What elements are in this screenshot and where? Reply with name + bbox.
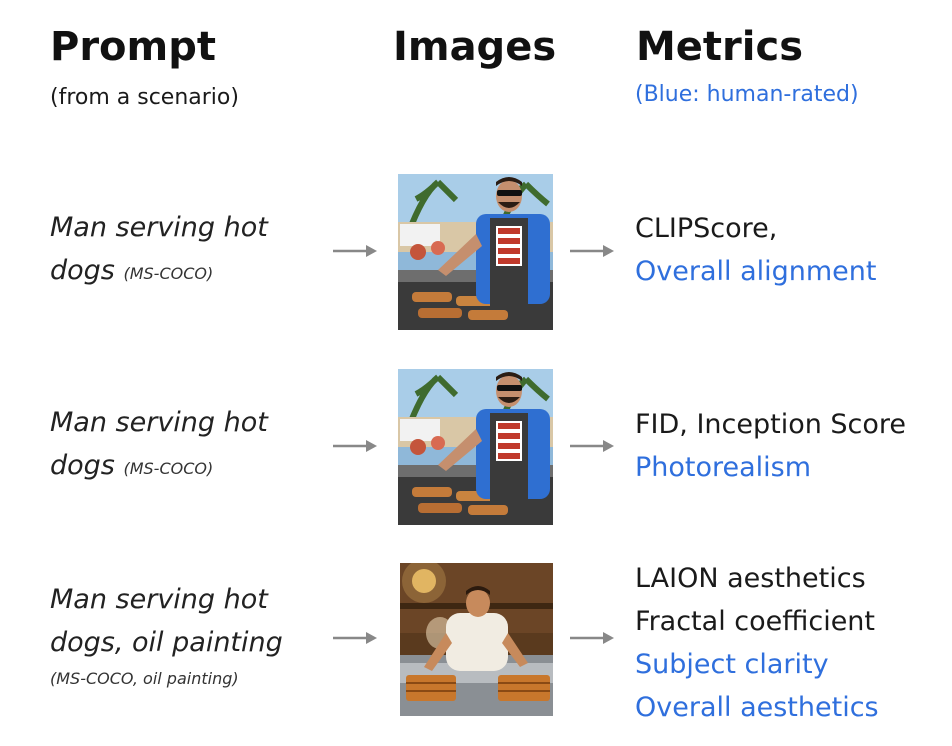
row-3-metrics: LAION aesthetics Fractal coefficient Sub…: [635, 557, 879, 729]
image-oil-painting-man-cooking: [400, 563, 553, 716]
metric-human-rated: Overall aesthetics: [635, 692, 879, 723]
prompt-line: Man serving hot: [50, 584, 268, 615]
generated-image-photo: [398, 369, 553, 525]
image-man-grilling-hot-dogs: [398, 369, 553, 525]
prompt-line: dogs: [50, 255, 115, 286]
arrow-right-icon: [333, 440, 377, 452]
metric-automated: FID, Inception Score: [635, 409, 907, 440]
generated-image-painting: [400, 563, 553, 716]
prompt-column-header: Prompt: [50, 24, 216, 70]
prompt-column-subtitle: (from a scenario): [50, 85, 239, 110]
metric-human-rated: Photorealism: [635, 452, 812, 483]
generated-image-photo: [398, 174, 553, 330]
metric-human-rated: Overall alignment: [635, 256, 877, 287]
row-2-prompt: Man serving hot dogs (MS-COCO): [50, 401, 268, 490]
arrow-right-icon: [570, 440, 614, 452]
row-1-metrics: CLIPScore, Overall alignment: [635, 207, 876, 293]
prompt-source: (MS-COCO): [123, 264, 214, 283]
metrics-column-subtitle: (Blue: human-rated): [635, 82, 859, 107]
metrics-column-header: Metrics: [636, 24, 804, 70]
prompt-line: Man serving hot: [50, 407, 268, 438]
row-2-metrics: FID, Inception Score Photorealism: [635, 403, 906, 489]
prompt-source: (MS-COCO): [123, 459, 214, 478]
metric-automated: Fractal coefficient: [635, 606, 876, 637]
image-man-grilling-hot-dogs: [398, 174, 553, 330]
prompt-line: Man serving hot: [50, 212, 268, 243]
metric-automated: LAION aesthetics: [635, 563, 866, 594]
prompt-line: dogs: [50, 450, 115, 481]
arrow-right-icon: [570, 632, 614, 644]
prompt-line: dogs, oil painting: [50, 627, 283, 658]
metric-automated: CLIPScore,: [635, 213, 778, 244]
metric-human-rated: Subject clarity: [635, 649, 829, 680]
arrow-right-icon: [570, 245, 614, 257]
prompt-source: (MS-COCO, oil painting): [50, 669, 239, 688]
row-3-prompt: Man serving hot dogs, oil painting (MS-C…: [50, 578, 283, 690]
arrow-right-icon: [333, 245, 377, 257]
row-1-prompt: Man serving hot dogs (MS-COCO): [50, 206, 268, 295]
arrow-right-icon: [333, 632, 377, 644]
images-column-header: Images: [393, 24, 557, 70]
